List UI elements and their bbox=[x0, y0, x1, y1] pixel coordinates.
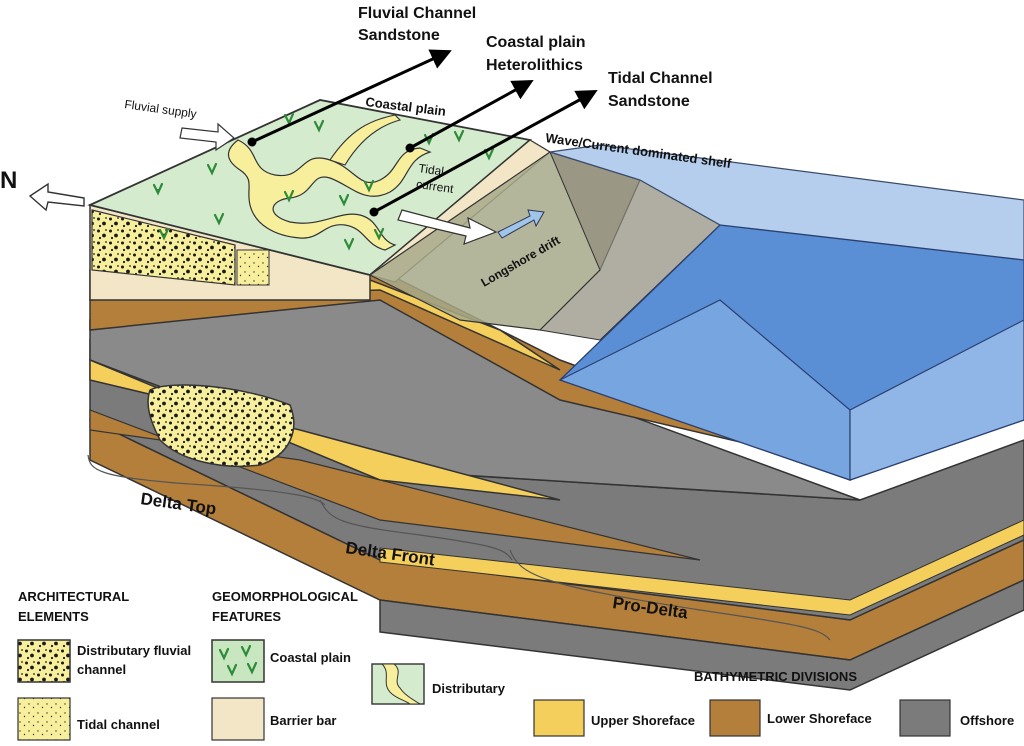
front-face-tidal-channel bbox=[236, 249, 270, 286]
delta-front-brace bbox=[319, 499, 513, 561]
legend-heading-bathymetric: BATHYMETRIC DIVISIONS bbox=[694, 669, 857, 684]
callout-fluvial-channel: Fluvial Channel Sandstone bbox=[358, 5, 481, 44]
distributary-channel-network bbox=[227, 139, 432, 251]
delta-top-brace bbox=[87, 454, 326, 506]
legend-heading-architectural: ARCHITECTURAL ELEMENTS bbox=[18, 589, 133, 624]
label-north: N bbox=[0, 167, 17, 194]
legend-swatch-offshore bbox=[899, 699, 951, 737]
legend-label-distributary: Distributary bbox=[432, 681, 506, 696]
callout-line-fluvial-channel bbox=[251, 49, 452, 144]
callout-dot-coastal-heterolithics bbox=[405, 143, 415, 153]
legend-label-distributary-fluvial: Distributary fluvial channel bbox=[77, 643, 195, 677]
legend-swatch-coastal-plain bbox=[211, 639, 265, 683]
legend-label-upper-shoreface: Upper Shoreface bbox=[591, 713, 695, 728]
longshore-drift-arrow bbox=[497, 209, 545, 239]
legend-label-coastal-plain: Coastal plain bbox=[270, 650, 351, 665]
legend-coastal-plain-plant-icon bbox=[218, 644, 258, 677]
upper-shoreface-lower-sequence bbox=[89, 358, 561, 501]
lower-shoreface-lower-sequence bbox=[89, 409, 701, 561]
north-arrow-icon bbox=[28, 182, 85, 212]
legend-swatch-barrier-bar bbox=[211, 697, 265, 741]
legend-distributary-channel-icon bbox=[380, 663, 422, 705]
water-side-face bbox=[849, 319, 1024, 481]
legend-swatch-upper-shoreface bbox=[533, 699, 585, 737]
legend-swatch-lower-shoreface bbox=[709, 699, 761, 737]
legend-swatch-tidal-channel bbox=[17, 697, 71, 741]
fluvial-supply-arrow bbox=[179, 122, 235, 152]
offshore-bottom-layer bbox=[379, 579, 1024, 691]
legend-label-lower-shoreface: Lower Shoreface bbox=[767, 711, 872, 726]
legend-heading-geomorphological: GEOMORPHOLOGICAL FEATURES bbox=[212, 589, 361, 624]
callout-coastal-heterolithics: Coastal plain Heterolithics bbox=[486, 34, 590, 74]
legend-swatch-distributary-fluvial bbox=[17, 639, 71, 683]
legend-label-barrier-bar: Barrier bar bbox=[270, 713, 336, 728]
front-face-fluvial-channel bbox=[91, 209, 236, 286]
pro-delta-brace bbox=[509, 549, 831, 641]
callout-line-coastal-heterolithics bbox=[409, 79, 534, 150]
callout-line-tidal-channel bbox=[373, 89, 598, 214]
callout-dot-fluvial-channel bbox=[247, 137, 257, 147]
tidal-current-arrow bbox=[397, 209, 498, 245]
callout-tidal-channel: Tidal Channel Sandstone bbox=[608, 70, 717, 110]
buried-distributary-channel bbox=[147, 384, 295, 468]
callout-dot-tidal-channel bbox=[369, 207, 379, 217]
label-tidal-current: Tidal current bbox=[415, 161, 457, 196]
legend-label-tidal-channel: Tidal channel bbox=[77, 717, 160, 732]
distributary-branch bbox=[329, 114, 402, 166]
label-fluvial-supply: Fluvial supply bbox=[124, 97, 198, 121]
upper-shoreface-bottom-stripe bbox=[379, 519, 1024, 616]
legend-label-offshore: Offshore bbox=[960, 713, 1014, 728]
